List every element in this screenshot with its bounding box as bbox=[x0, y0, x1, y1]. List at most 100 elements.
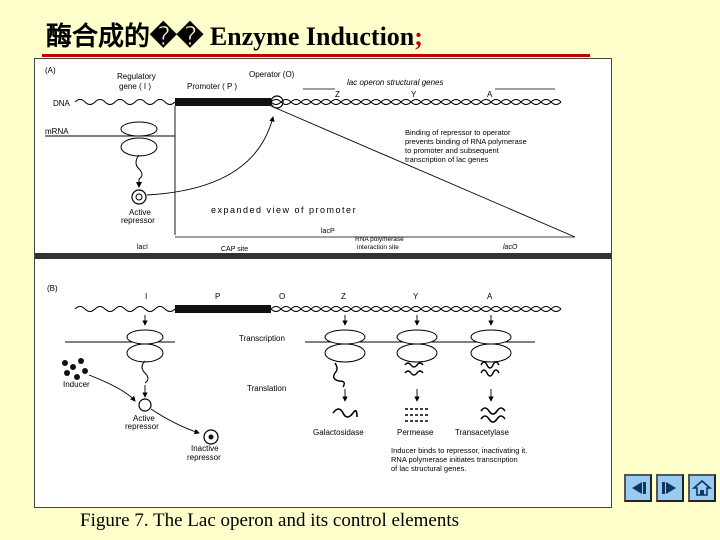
home-button[interactable] bbox=[688, 474, 716, 502]
label-gene-i-b: I bbox=[145, 292, 147, 301]
previous-slide-button[interactable] bbox=[624, 474, 652, 502]
arrow-inducer-to-repressor bbox=[88, 374, 136, 402]
inducer-dot bbox=[64, 370, 70, 376]
label-cap-site: CAP site bbox=[221, 246, 248, 253]
label-translation: Translation bbox=[247, 384, 286, 393]
panel-a-tag: (A) bbox=[45, 66, 56, 75]
ribosome-y-top bbox=[396, 329, 438, 345]
ribosome-a-bottom bbox=[470, 343, 512, 363]
next-slide-button[interactable] bbox=[656, 474, 684, 502]
label-gene-p-b: P bbox=[215, 292, 220, 301]
inducer-note-3: of lac structural genes. bbox=[391, 464, 466, 473]
arrow-to-inactive-repressor bbox=[150, 408, 200, 435]
label-gene-y-a: Y bbox=[411, 90, 417, 99]
ribosome-a-top bbox=[470, 329, 512, 345]
ribosome-y bbox=[396, 329, 438, 376]
promoter-block-b bbox=[175, 305, 271, 313]
operator-bound-repressor-a bbox=[270, 95, 284, 109]
slide-title-english: Enzyme Induction bbox=[209, 22, 415, 51]
label-gene-a-a: A bbox=[487, 90, 493, 99]
ribosome-b-i-top bbox=[126, 329, 164, 345]
ribosome-a-bottom bbox=[120, 137, 158, 157]
label-permease: Permease bbox=[397, 428, 434, 437]
nascent-chain-b-i bbox=[141, 360, 149, 384]
active-repressor-b-shape bbox=[138, 398, 152, 412]
label-gene-o-b: O bbox=[279, 292, 285, 301]
label-active-repressor-a-2: repressor bbox=[121, 216, 155, 225]
binding-note-4: transcription of lac genes bbox=[405, 155, 489, 164]
ribosome-a bbox=[470, 329, 512, 377]
inducer-dot bbox=[70, 364, 76, 370]
label-inactive-repressor-1: Inactive bbox=[191, 444, 219, 453]
label-rnap-site-1: RNA polymerase bbox=[355, 236, 404, 243]
label-laci: lacI bbox=[137, 244, 148, 251]
dna-strand-a-left bbox=[74, 99, 176, 105]
dna-strand-b-right-2 bbox=[270, 306, 562, 312]
panel-b-tag: (B) bbox=[47, 284, 58, 293]
inducer-note-1: Inducer binds to repressor, inactivating… bbox=[391, 446, 527, 455]
ribosome-y-bottom bbox=[396, 343, 438, 363]
enzyme-permease-shape bbox=[405, 408, 429, 422]
dna-strand-a-right bbox=[270, 99, 562, 105]
expanded-promoter-dna bbox=[35, 253, 611, 259]
label-gene-a-b: A bbox=[487, 292, 493, 301]
inducer-molecules bbox=[62, 358, 88, 380]
label-laco: lacO bbox=[503, 244, 518, 251]
label-galactosidase: Galactosidase bbox=[313, 428, 364, 437]
slide-title-chinese: 酶合成的�� bbox=[46, 22, 204, 51]
active-repressor-a-core bbox=[135, 193, 143, 201]
inducer-dot bbox=[78, 358, 84, 364]
label-inactive-repressor-2: repressor bbox=[187, 453, 221, 462]
label-active-repressor-a-1: Active bbox=[129, 208, 151, 217]
figure-caption: Figure 7. The Lac operon and its control… bbox=[80, 510, 460, 531]
enzyme-transacetylase-shape bbox=[480, 407, 506, 423]
polypeptide-y bbox=[404, 362, 424, 376]
slide-title: 酶合成的�� Enzyme Induction; bbox=[46, 20, 423, 54]
dna-strand-b-left bbox=[74, 306, 176, 312]
label-inducer: Inducer bbox=[63, 380, 90, 389]
binding-note-3: to promoter and subsequent bbox=[405, 146, 500, 155]
label-active-repressor-b-1: Active bbox=[133, 414, 155, 423]
expansion-line-right bbox=[270, 105, 576, 238]
label-expanded-view: expanded view of promoter bbox=[211, 205, 357, 215]
label-transcription: Transcription bbox=[239, 334, 285, 343]
polypeptide-a bbox=[480, 361, 500, 377]
label-gene-z-b: Z bbox=[341, 292, 346, 301]
ribosome-z bbox=[324, 329, 366, 388]
active-repressor-a-shape bbox=[131, 189, 147, 205]
ribosome-z-bottom bbox=[324, 343, 366, 363]
previous-slide-icon bbox=[632, 482, 646, 494]
label-promoter: Promoter ( P ) bbox=[187, 82, 237, 91]
inducer-dot bbox=[82, 368, 88, 374]
lac-operon-diagram: (A) Regulatory gene ( I ) Promoter ( P )… bbox=[35, 66, 611, 473]
slide-navigation bbox=[624, 474, 716, 502]
ribosome-b-i-bottom bbox=[126, 343, 164, 363]
binding-note-2: prevents binding of RNA polymerase bbox=[405, 137, 527, 146]
ribosome-a-top bbox=[120, 121, 158, 137]
label-regulatory-gene-1: Regulatory bbox=[117, 72, 156, 81]
label-lacp: lacP bbox=[321, 228, 335, 235]
lac-operon-figure: (A) Regulatory gene ( I ) Promoter ( P )… bbox=[34, 58, 612, 508]
home-icon bbox=[692, 479, 712, 496]
label-gene-y-b: Y bbox=[413, 292, 419, 301]
nascent-chain-a bbox=[135, 154, 143, 180]
label-dna: DNA bbox=[53, 99, 71, 108]
label-rnap-site-2: interaction site bbox=[357, 244, 399, 251]
repressor-to-operator-arrow bbox=[146, 116, 275, 196]
label-regulatory-gene-2: gene ( I ) bbox=[119, 82, 151, 91]
label-structural-genes: lac operon structural genes bbox=[347, 78, 444, 87]
label-gene-z-a: Z bbox=[335, 90, 340, 99]
dna-strand-b-right bbox=[270, 306, 562, 312]
label-operator: Operator (O) bbox=[249, 70, 295, 79]
label-mrna: mRNA bbox=[45, 127, 69, 136]
label-transacetylase: Transacetylase bbox=[455, 428, 510, 437]
dna-strand-a-right-2 bbox=[270, 99, 562, 105]
inactive-repressor-inducer bbox=[208, 434, 214, 440]
inducer-note-2: RNA polymerase initiates transcription bbox=[391, 455, 518, 464]
binding-note-1: Binding of repressor to operator bbox=[405, 128, 511, 137]
title-underline bbox=[42, 54, 590, 57]
ribosome-z-top bbox=[324, 329, 366, 345]
inactive-repressor-shape bbox=[203, 429, 219, 445]
next-slide-icon bbox=[662, 482, 676, 494]
enzyme-galactosidase-shape bbox=[332, 408, 358, 418]
